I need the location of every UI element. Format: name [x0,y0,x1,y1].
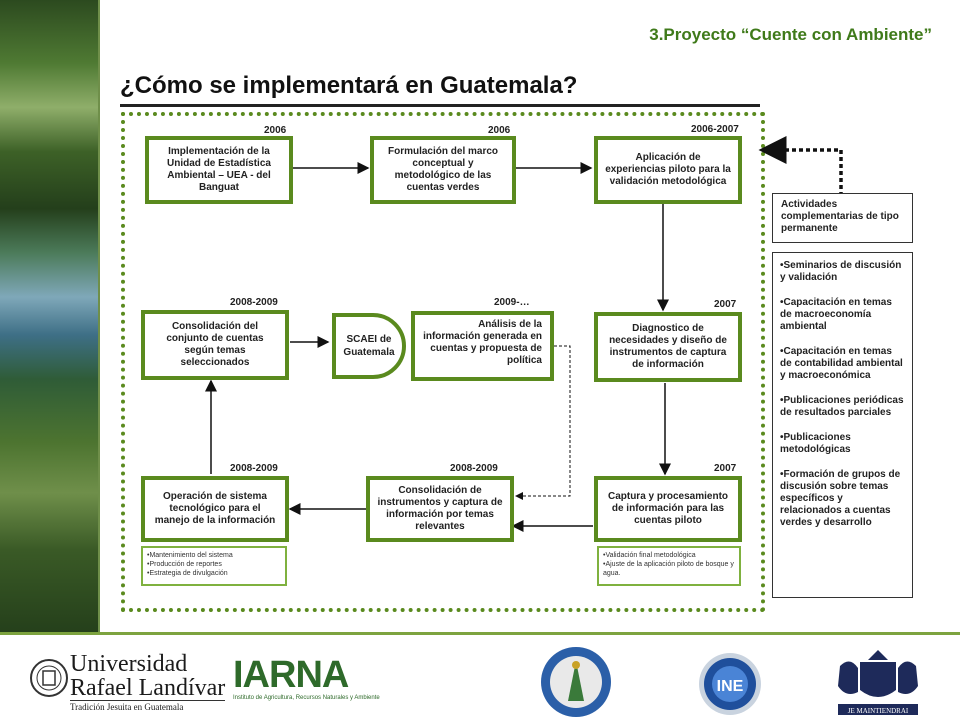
side-item: Formación de grupos de discusión sobre t… [780,469,905,529]
ine-logo-icon: INE [699,653,761,715]
step-text: Implementación de la Unidad de Estadísti… [167,146,271,193]
step-text: Consolidación del conjunto de cuentas se… [166,321,264,368]
note-box-right: Validación final metodológica Ajuste de … [597,546,741,586]
step-box: Formulación del marco conceptual y metod… [370,136,516,204]
side-item: Publicaciones periódicas de resultados p… [780,395,905,419]
note-item: Estrategia de divulgación [147,569,281,578]
side-item: Seminarios de discusión y validación [780,260,905,284]
step-text: Diagnostico de necesidades y diseño de i… [609,323,727,370]
side-title-box: Actividades complementarias de tipo perm… [772,193,913,243]
note-item: Mantenimiento del sistema [147,551,281,560]
banguat-seal-icon [541,647,611,717]
year-label: 2007 [714,299,737,310]
step-text: Formulación del marco conceptual y metod… [387,146,499,193]
process-frame [121,112,765,612]
page-title: ¿Cómo se implementará en Guatemala? [120,72,578,99]
analysis-box: Análisis de la información generada en c… [411,311,554,381]
side-item: Publicaciones metodológicas [780,432,905,456]
title-underline [120,104,760,107]
note-item: Producción de reportes [147,560,281,569]
note-box-left: Mantenimiento del sistema Producción de … [141,546,287,586]
side-dotted-arrow [758,136,843,196]
step-box: Operación de sistema tecnológico para el… [141,476,289,542]
photo-strip [0,0,98,632]
iarna-name: IARNA [233,654,349,696]
year-label: 2007 [714,463,737,474]
step-text: Aplicación de experiencias piloto para l… [605,152,731,187]
side-activities-list: Seminarios de discusión y validación Cap… [772,252,913,598]
strip-divider [98,0,100,632]
year-label: 2006-2007 [691,124,739,135]
step-box: Diagnostico de necesidades y diseño de i… [594,312,742,382]
project-title: 3.Proyecto “Cuente con Ambiente” [649,25,932,44]
step-box: Implementación de la Unidad de Estadísti… [145,136,293,204]
scaei-text: SCAEI de Guatemala [343,334,395,358]
ine-text: INE [717,678,744,695]
year-label: 2008-2009 [450,463,498,474]
year-label: 2006 [264,125,287,136]
step-box: Consolidación de instrumentos y captura … [366,476,514,542]
url-name-line1: Universidad [70,651,188,677]
analysis-text: Análisis de la información generada en c… [423,319,542,366]
url-seal-icon [30,659,68,697]
url-logo: Universidad Rafael Landívar Tradición Je… [70,651,226,713]
side-item: Capacitación en temas de macroeconomía a… [780,297,905,333]
step-text: Consolidación de instrumentos y captura … [377,485,503,532]
note-item: Ajuste de la aplicación piloto de bosque… [603,560,735,578]
step-text: Operación de sistema tecnológico para el… [154,491,276,526]
url-name-line2: Rafael Landívar [70,675,226,701]
step-box: Captura y procesamiento de información p… [594,476,742,542]
url-tagline: Tradición Jesuita en Guatemala [70,700,226,713]
side-item: Capacitación en temas de contabilidad am… [780,346,905,382]
netherlands-coat-of-arms-icon: JE MAINTIENDRAI [838,650,918,715]
step-text: Captura y procesamiento de información p… [607,491,729,526]
year-label: 2008-2009 [230,463,278,474]
nl-motto: JE MAINTIENDRAI [848,707,909,715]
scaei-box: SCAEI de Guatemala [332,313,406,379]
step-box: Aplicación de experiencias piloto para l… [594,136,742,204]
step-box: Consolidación del conjunto de cuentas se… [141,310,289,380]
iarna-logo: IARNA Instituto de Agricultura, Recursos… [233,655,380,701]
year-label: 2009-… [494,297,530,308]
year-label: 2006 [488,125,511,136]
note-item: Validación final metodológica [603,551,735,560]
year-label: 2008-2009 [230,297,278,308]
side-title: Actividades complementarias de tipo perm… [781,199,899,234]
iarna-subtitle: Instituto de Agricultura, Recursos Natur… [233,695,380,701]
footer-rule [0,632,960,635]
